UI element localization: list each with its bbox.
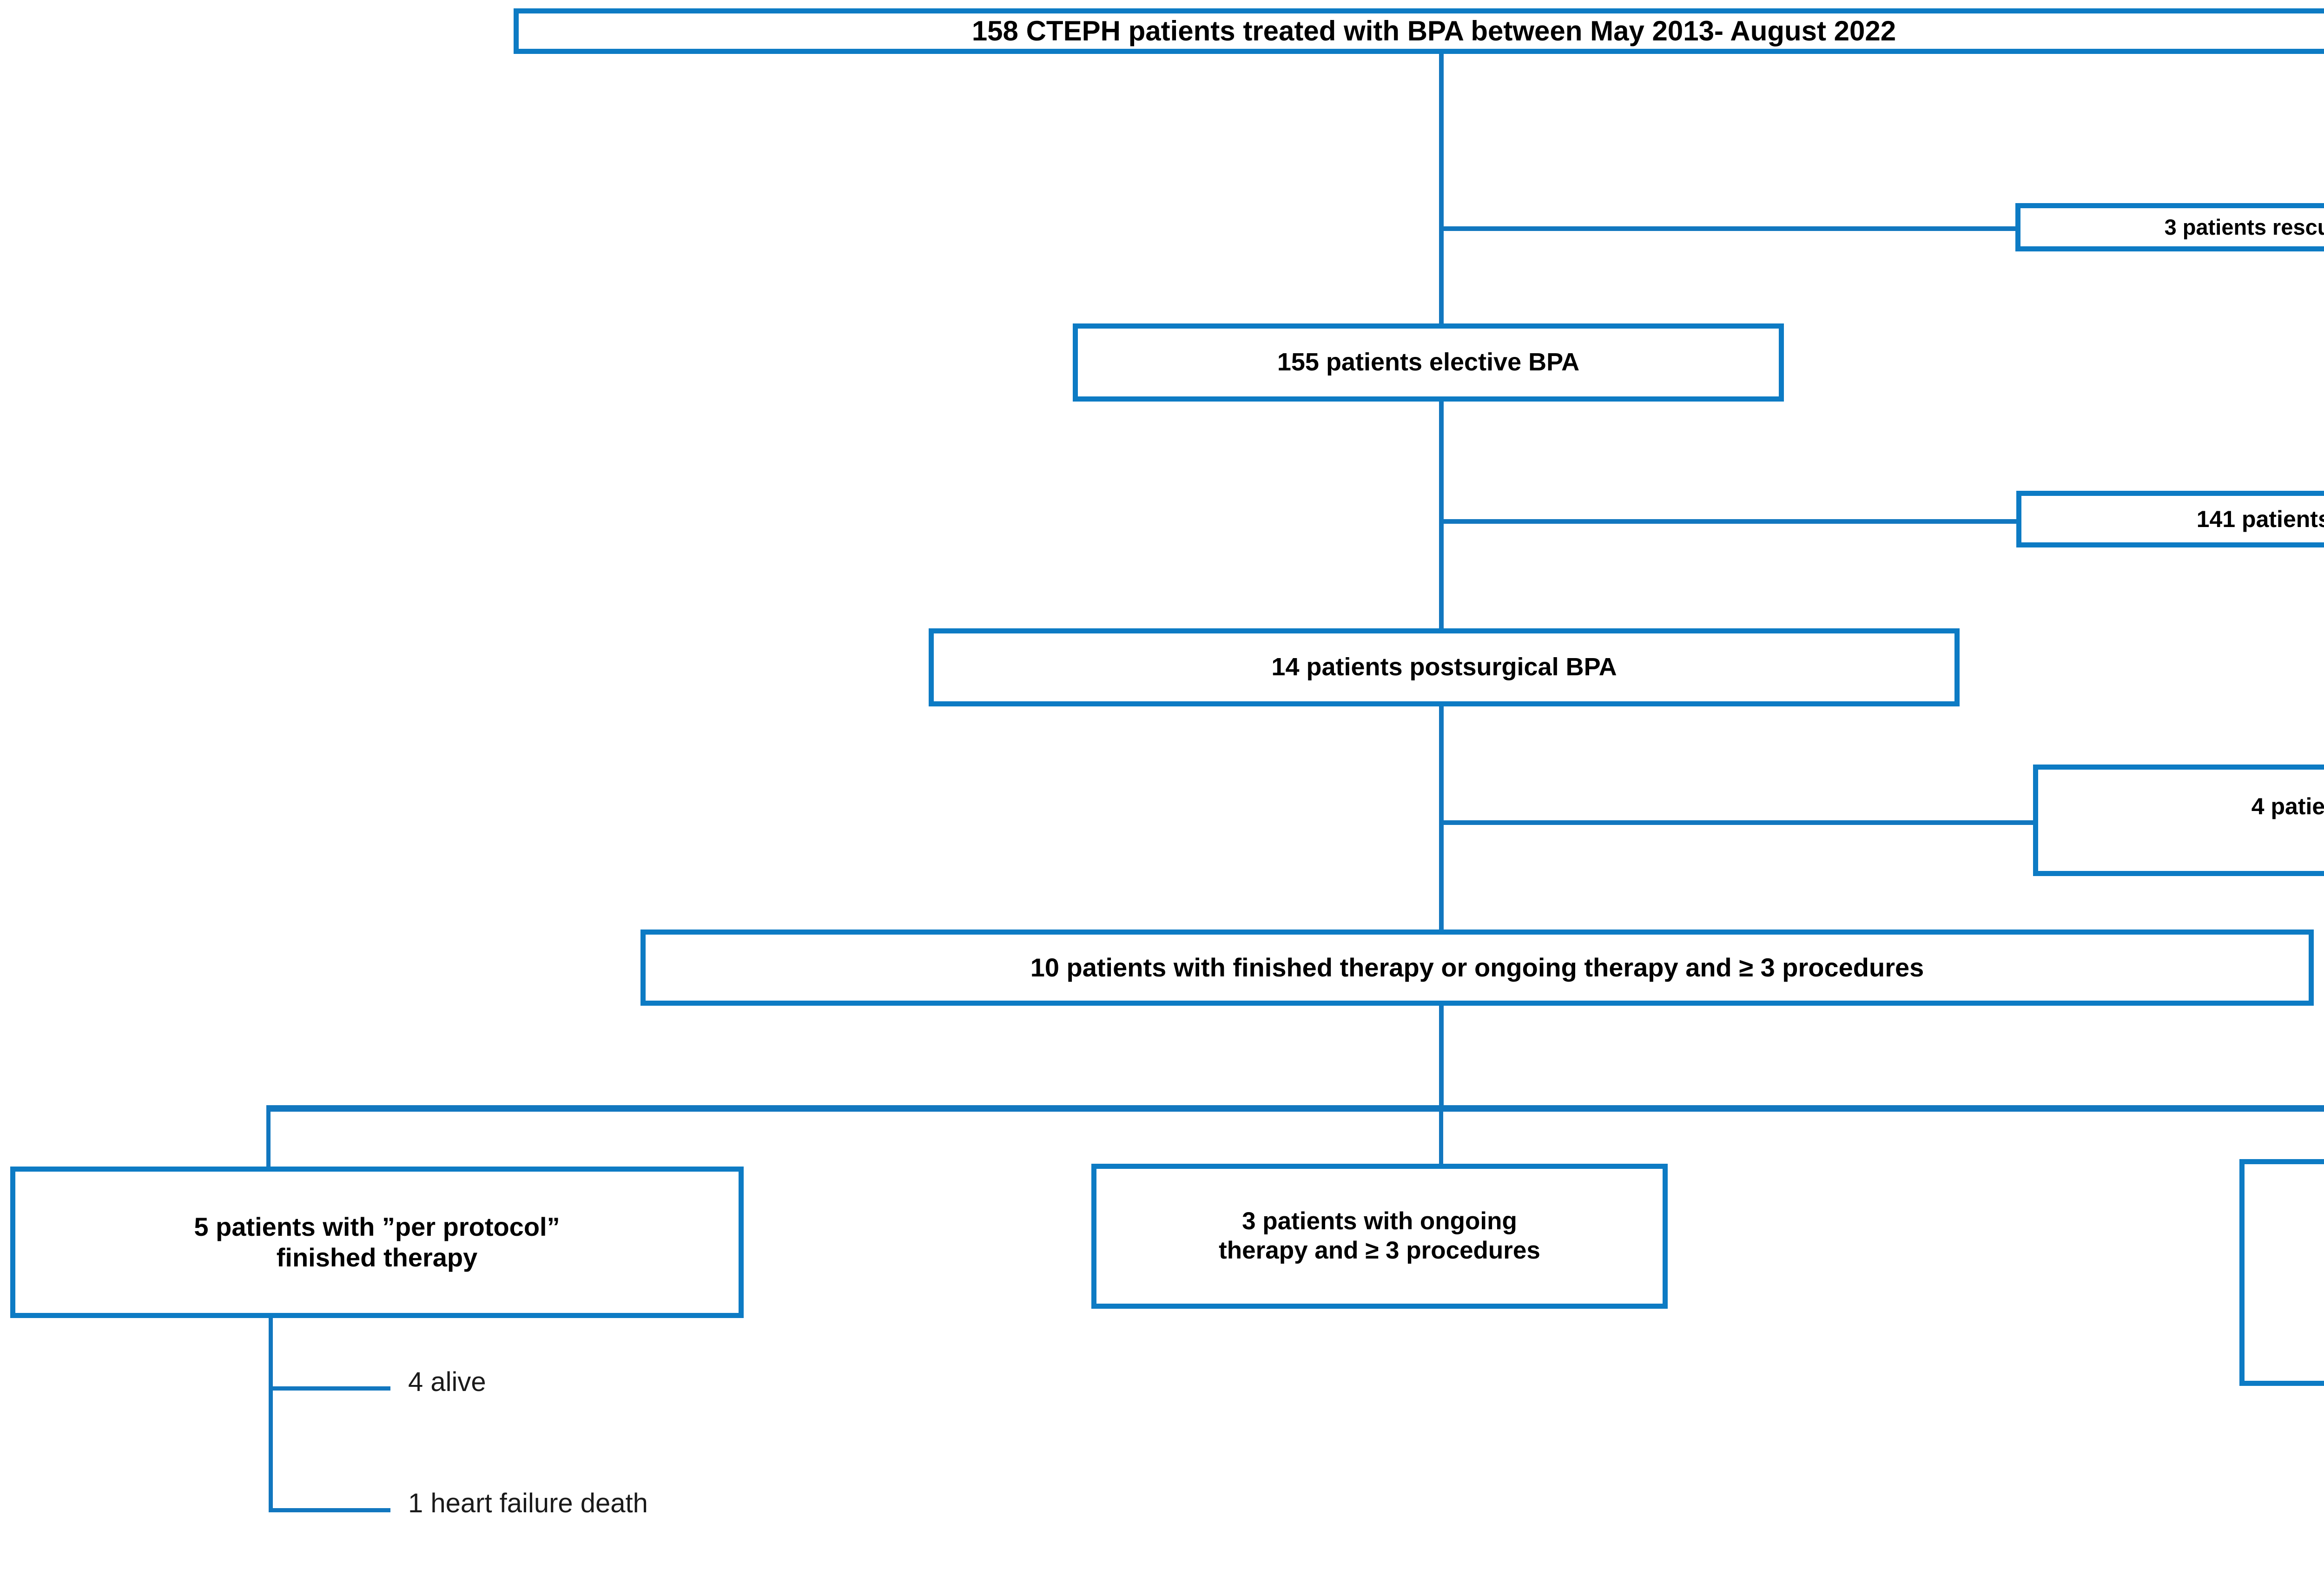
node-finished-or-ge3-label: 10 patients with finished therapy or ong… <box>1030 952 1924 982</box>
connector-finished-to-splitter <box>1439 1006 1444 1109</box>
connector-leaf-hf-death <box>269 1508 390 1512</box>
node-per-protocol-line2: finished therapy <box>276 1243 478 1272</box>
node-total-label: 158 CTEPH patients treated with BPA betw… <box>971 15 1896 46</box>
node-total-box: 158 CTEPH patients treated with BPA betw… <box>514 8 2324 54</box>
connector-postsurgical-to-finished <box>1439 706 1444 932</box>
node-ongoing-ge3-line2: therapy and ≥ 3 procedures <box>1219 1237 1540 1264</box>
node-naive-label: 141 patients naive BPA <box>2196 506 2324 532</box>
connector-splitter-to-per-protocol <box>266 1105 271 1168</box>
node-ongoing-ge3-box: 3 patients with ongoing therapy and ≥ 3 … <box>1091 1164 1668 1309</box>
node-elective-label: 155 patients elective BPA <box>1277 348 1580 376</box>
node-postsurgical-box: 14 patients postsurgical BPA <box>929 628 1960 706</box>
node-rescue-box: 3 patients rescue BPA <box>2015 203 2324 251</box>
node-postsurgical-label: 14 patients postsurgical BPA <box>1271 653 1617 681</box>
connector-branch-ongoing-lt3 <box>1439 820 2038 825</box>
connector-splitter-to-ongoing-ge3 <box>1439 1105 1443 1164</box>
connector-branch-rescue <box>1439 226 2019 231</box>
node-elective-box: 155 patients elective BPA <box>1073 323 1784 402</box>
node-ongoing-lt3-box: 4 patients with ongoing therapy and < 3 … <box>2033 765 2324 876</box>
node-finished-or-ge3-box: 10 patients with finished therapy or ong… <box>640 930 2314 1006</box>
node-per-protocol-box: 5 patients with ”per protocol” finished … <box>10 1167 744 1318</box>
connector-elective-to-postsurgical <box>1439 402 1444 630</box>
connector-splitter-horizontal <box>266 1105 2324 1112</box>
node-naive-box: 141 patients naive BPA <box>2016 491 2324 547</box>
node-ongoing-ge3-line1: 3 patients with ongoing <box>1242 1207 1517 1235</box>
connector-branch-naive <box>1439 519 2020 524</box>
leaf-alive-label: 4 alive <box>408 1367 486 1397</box>
node-interrupted-box: 2 alive patients with interrupted therap… <box>2239 1159 2324 1386</box>
node-per-protocol-line1: 5 patients with ”per protocol” <box>194 1212 560 1241</box>
leaf-hf-death-label: 1 heart failure death <box>408 1488 648 1518</box>
connector-leaf-alive <box>269 1386 390 1391</box>
connector-per-protocol-dropline <box>269 1318 273 1512</box>
node-rescue-label: 3 patients rescue BPA <box>2164 215 2324 240</box>
node-ongoing-lt3-line1: 4 patients with ongoing therapy and < 3 <box>2251 793 2324 819</box>
connector-total-to-elective <box>1439 54 1444 327</box>
